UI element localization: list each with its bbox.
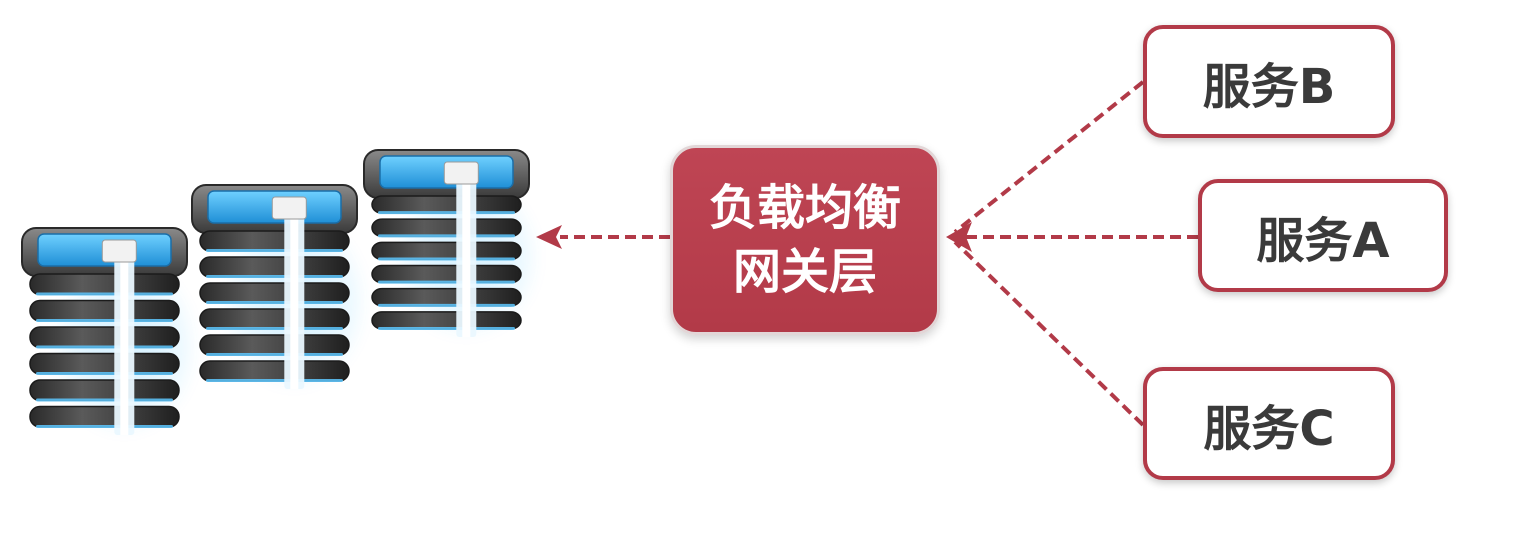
- service-a-label: 服务A: [1256, 212, 1390, 269]
- server-rack-icon: [21, 227, 199, 437]
- arrowhead-servers: [536, 225, 562, 249]
- service-c-label: 服务C: [1203, 400, 1335, 457]
- service-a-box: 服务A: [1198, 179, 1448, 292]
- connector-c-to-gateway: [953, 240, 1145, 427]
- arrowhead-gateway-fan: [946, 222, 972, 252]
- server-rack-icon: [363, 149, 541, 340]
- connector-b-to-gateway: [953, 80, 1145, 234]
- server-rack-icon: [191, 184, 369, 391]
- gateway-label-line2: 网关层: [732, 244, 877, 300]
- gateway-label-line1: 负载均衡: [708, 180, 901, 236]
- connectors: [536, 80, 1198, 427]
- load-balancer-gateway-box: 负载均衡 网关层: [670, 145, 940, 335]
- server-cluster: [21, 149, 541, 437]
- service-b-label: 服务B: [1202, 58, 1336, 115]
- service-b-box: 服务B: [1143, 25, 1395, 138]
- service-c-box: 服务C: [1143, 367, 1395, 480]
